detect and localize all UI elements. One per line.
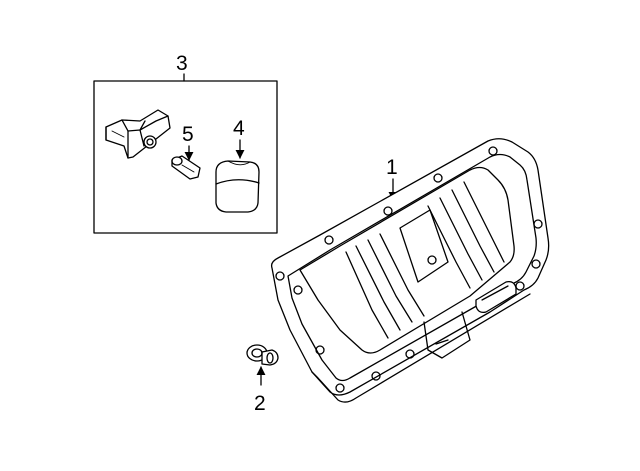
kit-box [93,80,278,234]
push-pin-part [246,344,279,366]
callout-5: 5 [182,123,194,146]
mounting-holes [275,146,543,393]
bracket-part [105,109,171,159]
callout-3: 3 [176,52,188,75]
callout-3-group: 3 [93,52,278,234]
trim-panel-part [270,138,550,403]
clip-part [171,155,201,180]
callout-5-group: 5 [171,123,201,180]
callout-4: 4 [233,117,245,140]
callout-2: 2 [254,392,266,415]
callout-4-group: 4 [215,117,260,213]
callout-1: 1 [386,156,398,179]
callout-2-group: 2 [246,344,279,415]
cap-part [215,160,260,213]
